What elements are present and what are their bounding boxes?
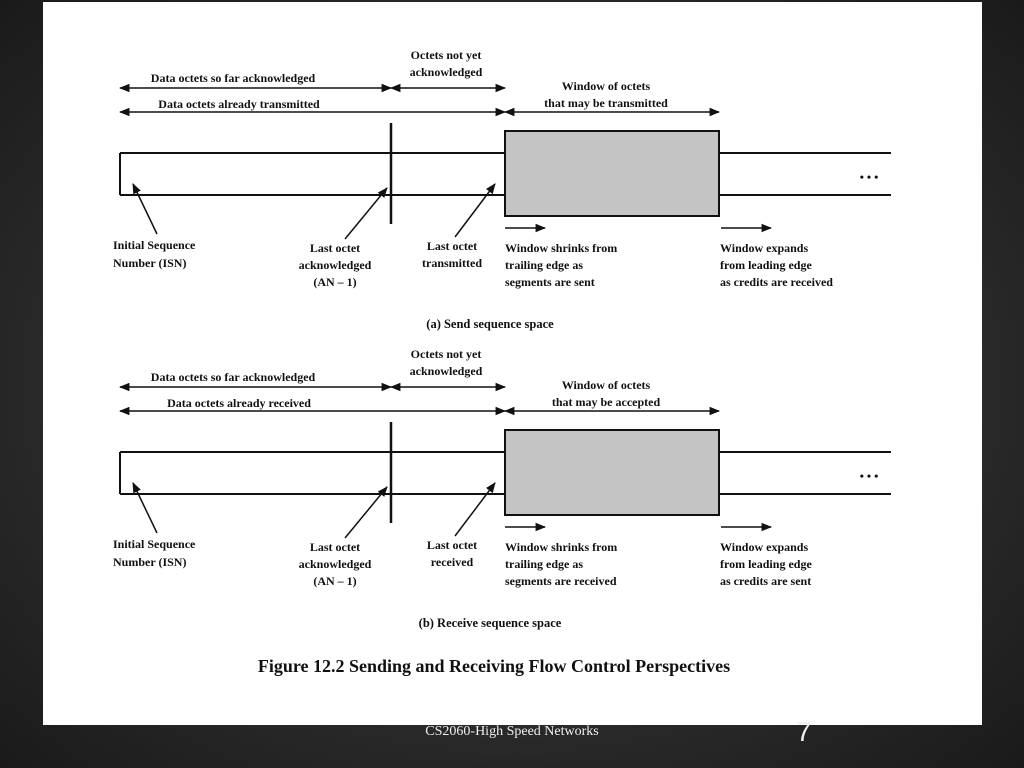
receive-isn-pointer <box>132 482 158 534</box>
receive-window-box <box>504 429 720 516</box>
footer-course-name: CS2060-High Speed Networks <box>425 724 599 739</box>
send-octets-not-ack-label-line-2: acknowledged <box>410 65 483 79</box>
receive-octets-not-ack-label-line-1: Octets not yet <box>411 347 482 361</box>
receive-expands-label-line-2: from leading edge <box>720 557 812 571</box>
send-last-ack-label-line-3: (AN – 1) <box>313 275 356 289</box>
receive-last-other-label-line-1: Last octet <box>427 538 477 552</box>
receive-expands-label-line-3: as credits are sent <box>720 574 811 588</box>
receive-expands-label-line-1: Window expands <box>720 540 808 554</box>
receive-continuation-dots: • • • <box>860 469 879 483</box>
page-number: 7 <box>796 716 812 747</box>
receive-shrinks-label-line-3: segments are received <box>505 574 617 588</box>
send-last-other-label-line-2: transmitted <box>422 256 482 270</box>
send-window-box <box>504 130 720 217</box>
receive-shrinks-label-line-1: Window shrinks from <box>505 540 617 554</box>
receive-octets-not-ack-label-line-2: acknowledged <box>410 364 483 378</box>
send-last-ack-label-line-2: acknowledged <box>299 258 372 272</box>
send-last-ack-label-line-1: Last octet <box>310 241 360 255</box>
send-window-label-line-1: Window of octets <box>562 79 651 93</box>
receive-isn-label-line-1: Initial Sequence <box>113 537 196 551</box>
send-caption: (a) Send sequence space <box>426 317 554 331</box>
send-last-ack-pointer <box>344 187 388 240</box>
receive-shrinks-label-line-2: trailing edge as <box>505 557 583 571</box>
figure-title: Figure 12.2 Sending and Receiving Flow C… <box>258 656 730 676</box>
receive-window-label-line-2: that may be accepted <box>552 395 661 409</box>
send-shrinks-label-line-2: trailing edge as <box>505 258 583 272</box>
send-last-other-label-line-1: Last octet <box>427 239 477 253</box>
send-isn-label-line-1: Initial Sequence <box>113 238 196 252</box>
send-continuation-dots: • • • <box>860 170 879 184</box>
receive-caption: (b) Receive sequence space <box>419 616 562 630</box>
receive-last-ack-pointer <box>344 486 388 539</box>
send-window-label-line-2: that may be transmitted <box>544 96 668 110</box>
send-shrinks-label-line-1: Window shrinks from <box>505 241 617 255</box>
receive-last-ack-label-line-1: Last octet <box>310 540 360 554</box>
send-last-other-pointer <box>454 183 496 238</box>
receive-already-label: Data octets already received <box>167 396 311 410</box>
send-isn-label-line-2: Number (ISN) <box>113 256 186 270</box>
send-expands-label-line-3: as credits are received <box>720 275 833 289</box>
send-shrinks-label-line-3: segments are sent <box>505 275 595 289</box>
receive-last-other-label-line-2: received <box>431 555 474 569</box>
receive-isn-label-line-2: Number (ISN) <box>113 555 186 569</box>
send-expands-label-line-2: from leading edge <box>720 258 812 272</box>
send-expands-label-line-1: Window expands <box>720 241 808 255</box>
receive-so-far-ack-label: Data octets so far acknowledged <box>151 370 316 384</box>
send-already-label: Data octets already transmitted <box>158 97 320 111</box>
receive-last-ack-label-line-3: (AN – 1) <box>313 574 356 588</box>
receive-window-label-line-1: Window of octets <box>562 378 651 392</box>
send-so-far-ack-label: Data octets so far acknowledged <box>151 71 316 85</box>
send-isn-pointer <box>132 183 158 235</box>
receive-last-ack-label-line-2: acknowledged <box>299 557 372 571</box>
send-octets-not-ack-label-line-1: Octets not yet <box>411 48 482 62</box>
receive-last-other-pointer <box>454 482 496 537</box>
